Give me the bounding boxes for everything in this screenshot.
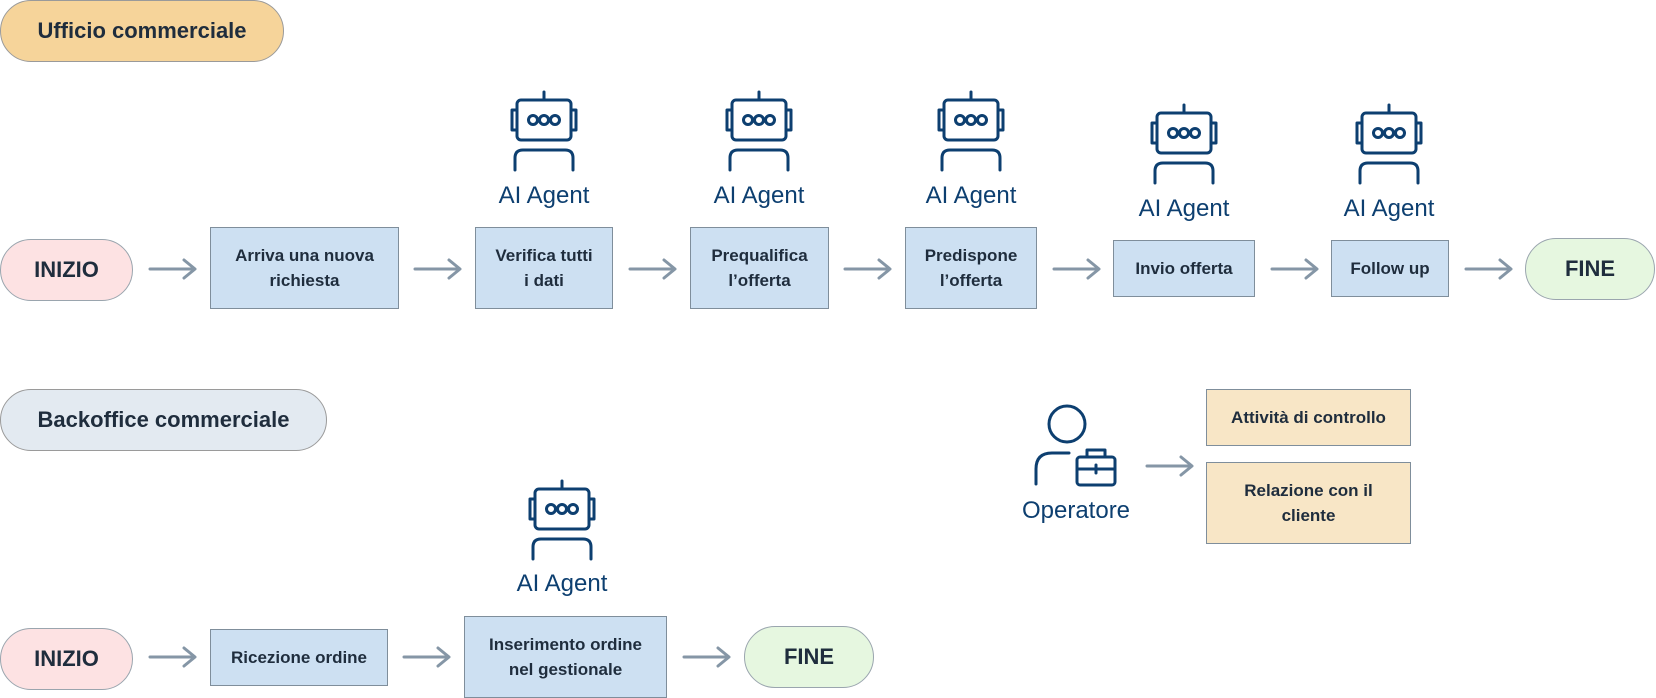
- robot-icon: [527, 479, 597, 561]
- arrow-right-icon: [1145, 455, 1195, 477]
- arrow-right-icon: [682, 646, 732, 668]
- step-verifica-dati: Verifica tutti i dati: [475, 227, 613, 309]
- start-node-bottom: INIZIO: [0, 628, 133, 690]
- arrow-right-icon: [628, 258, 678, 280]
- step-predispone-offerta: Predispone l’offerta: [905, 227, 1037, 309]
- operator-task-relazione-cliente: Relazione con il cliente: [1206, 462, 1411, 544]
- robot-icon: [936, 90, 1006, 172]
- step-prequalifica-offerta: Prequalifica l’offerta: [690, 227, 829, 309]
- lane-title-ufficio-commerciale: Ufficio commerciale: [0, 0, 284, 62]
- step-arriva-richiesta: Arriva una nuova richiesta: [210, 227, 399, 309]
- arrow-right-icon: [413, 258, 463, 280]
- person-briefcase-icon: [1033, 403, 1117, 487]
- step-follow-up: Follow up: [1331, 240, 1449, 297]
- operator-task-attivita-controllo: Attività di controllo: [1206, 389, 1411, 446]
- step-invio-offerta: Invio offerta: [1113, 240, 1255, 297]
- step-ricezione-ordine: Ricezione ordine: [210, 629, 388, 686]
- operator-label: Operatore: [1021, 497, 1131, 524]
- agent-label: AI Agent: [498, 182, 590, 209]
- arrow-right-icon: [1052, 258, 1102, 280]
- end-node-bottom: FINE: [744, 626, 874, 688]
- arrow-right-icon: [1464, 258, 1514, 280]
- agent-label: AI Agent: [1138, 195, 1230, 222]
- lane-title-backoffice-commerciale: Backoffice commerciale: [0, 389, 327, 451]
- start-node-top: INIZIO: [0, 239, 133, 301]
- robot-icon: [1149, 103, 1219, 185]
- arrow-right-icon: [148, 646, 198, 668]
- robot-icon: [724, 90, 794, 172]
- robot-icon: [1354, 103, 1424, 185]
- arrow-right-icon: [1270, 258, 1320, 280]
- agent-label: AI Agent: [713, 182, 805, 209]
- arrow-right-icon: [402, 646, 452, 668]
- step-inserimento-ordine: Inserimento ordine nel gestionale: [464, 616, 667, 698]
- agent-label: AI Agent: [1343, 195, 1435, 222]
- agent-label: AI Agent: [925, 182, 1017, 209]
- agent-label: AI Agent: [516, 570, 608, 597]
- arrow-right-icon: [843, 258, 893, 280]
- arrow-right-icon: [148, 258, 198, 280]
- end-node-top: FINE: [1525, 238, 1655, 300]
- robot-icon: [509, 90, 579, 172]
